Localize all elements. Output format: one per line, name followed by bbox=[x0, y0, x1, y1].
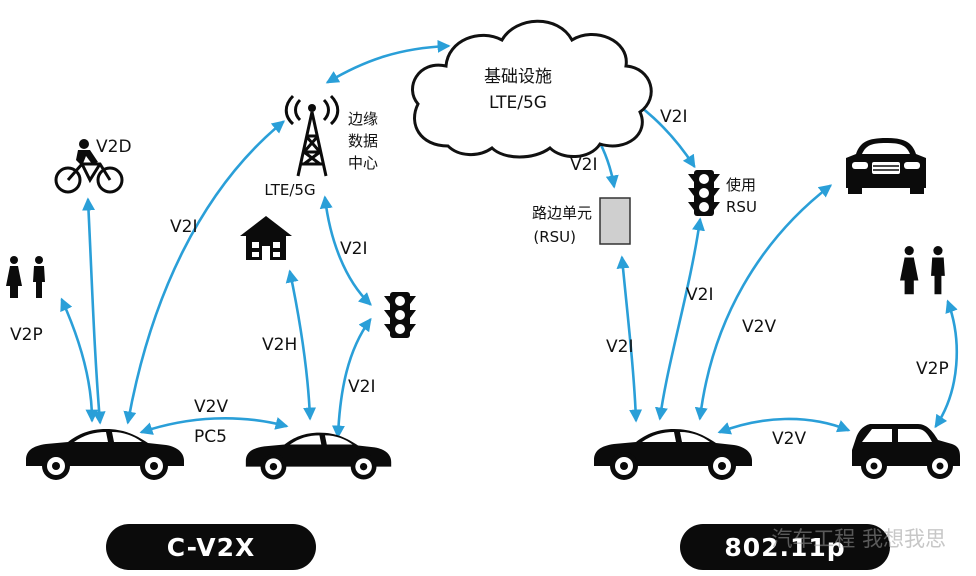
house-icon bbox=[240, 216, 292, 260]
v2h-label: V2H bbox=[262, 335, 297, 355]
v2p-label-left: V2P bbox=[10, 325, 43, 345]
cell-tower-icon bbox=[284, 94, 340, 177]
v2v-arrow-bottom bbox=[717, 417, 851, 435]
v2i-label-lower: V2I bbox=[348, 377, 375, 397]
v2i-label-right-top: V2I bbox=[340, 239, 367, 259]
car-icon-left-2 bbox=[245, 432, 392, 480]
edge-dc-line-3: 中心 bbox=[348, 154, 378, 172]
c-v2x-pill bbox=[106, 524, 316, 570]
v2v-arrow-left bbox=[139, 417, 289, 435]
v2v-label-left: V2V bbox=[194, 397, 228, 417]
cloud-icon bbox=[411, 19, 653, 159]
v2i-arrow-car-light bbox=[331, 317, 372, 439]
v2p-arrow bbox=[60, 297, 99, 423]
v2p-arrow-right bbox=[934, 299, 959, 429]
v2d-label: V2D bbox=[96, 137, 132, 157]
car-icon-right-sedan bbox=[594, 429, 752, 480]
v2i-arrow-car-tower bbox=[123, 120, 286, 425]
suv-icon bbox=[852, 424, 960, 479]
edge-dc-line-1: 边缘 bbox=[348, 110, 378, 128]
cloud-title: 基础设施 bbox=[484, 67, 552, 87]
v2v-label-bottom: V2V bbox=[772, 429, 806, 449]
v2i-arrow-car-light-right bbox=[654, 217, 705, 421]
v2i-arrow-tower-light bbox=[319, 195, 372, 306]
traffic-light-icon-left bbox=[384, 292, 416, 338]
traffic-light-label-line-1: 使用 bbox=[726, 176, 756, 194]
edge-dc-line-2: 数据 bbox=[348, 132, 378, 150]
pedestrians-icon bbox=[6, 256, 45, 298]
car-icon-left-1 bbox=[26, 429, 184, 480]
v2v-label-diag: V2V bbox=[742, 317, 776, 337]
v2i-label-tower: V2I bbox=[170, 217, 197, 237]
v2i-label-cloud-light: V2I bbox=[660, 107, 687, 127]
v2i-label-car-rsu: V2I bbox=[606, 337, 633, 357]
cyclist-icon bbox=[54, 139, 124, 194]
tower-caption: LTE/5G bbox=[264, 181, 315, 199]
v2p-label-right: V2P bbox=[916, 359, 949, 379]
v2i-arrow-tower-cloud bbox=[325, 39, 451, 84]
v2i-label-car-light: V2I bbox=[686, 285, 713, 305]
pc5-label: PC5 bbox=[194, 427, 227, 447]
dsrc-pill bbox=[680, 524, 890, 570]
watermark: 汽车工程 我想我思 bbox=[771, 527, 946, 551]
traffic-light-label-line-2: RSU bbox=[726, 198, 757, 216]
v2i-label-cloud-rsu: V2I bbox=[570, 155, 597, 175]
car-front-icon bbox=[846, 138, 926, 194]
v2v-arrow-diag bbox=[694, 184, 833, 421]
v2h-arrow bbox=[285, 269, 317, 421]
pedestrians-icon-right bbox=[900, 246, 945, 295]
v2i-arrow-car-rsu bbox=[616, 255, 643, 423]
dsrc-pill-label: 802.11p bbox=[724, 533, 845, 562]
rsu-box-icon bbox=[599, 197, 631, 245]
traffic-light-icon-right bbox=[688, 170, 720, 216]
c-v2x-pill-label: C-V2X bbox=[167, 533, 256, 562]
rsu-label-line-1: 路边单元 bbox=[532, 204, 592, 222]
cloud-subtitle: LTE/5G bbox=[489, 93, 547, 113]
rsu-label-line-2: (RSU) bbox=[533, 228, 576, 246]
